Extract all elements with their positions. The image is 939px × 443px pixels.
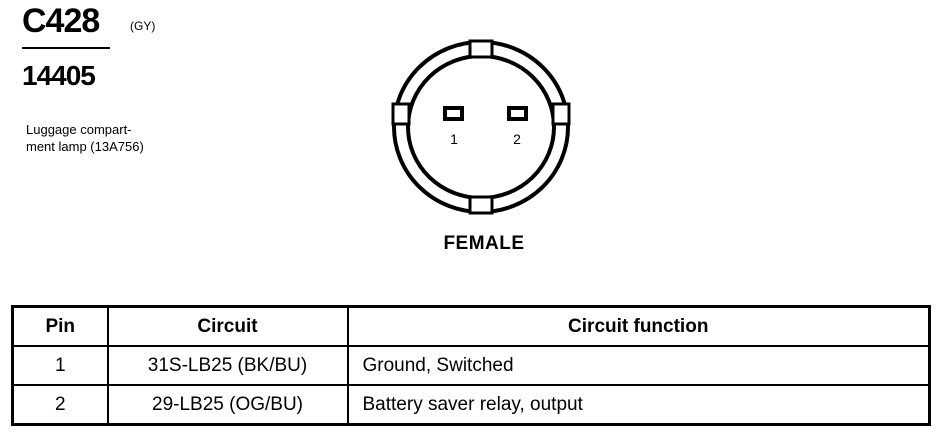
connector-face-diagram: 1 2 [391,39,571,215]
pin-2-terminal [507,106,528,121]
connector-id: C428 [22,2,100,40]
table-header-row: Pin Circuit Circuit function [11,305,931,347]
pin-2-label: 2 [513,131,521,147]
header-circuit: Circuit [106,305,349,347]
connector-outer-ring [392,40,570,214]
table-row: 1 31S-LB25 (BK/BU) Ground, Switched [11,345,931,386]
header-divider [22,47,110,49]
key-right [551,102,571,126]
cell-circuit: 29-LB25 (OG/BU) [106,384,349,426]
header-circuit-function: Circuit function [346,305,931,347]
connector-inner-ring [406,54,556,200]
pin-1-terminal [443,106,464,121]
cell-circuit: 31S-LB25 (BK/BU) [106,345,349,386]
key-bottom [468,195,494,215]
description-line-2: ment lamp (13A756) [26,139,144,154]
connector-description: Luggage compart- ment lamp (13A756) [26,121,196,155]
view-label: FEMALE [443,233,525,254]
cell-pin: 2 [11,384,109,426]
connector-keys [391,39,571,215]
description-line-1: Luggage compart- [26,122,132,137]
cell-circuit-function: Battery saver relay, output [346,384,931,426]
part-number: 14405 [22,60,96,91]
connector-color: (GY) [130,19,156,33]
key-left [391,102,411,126]
pin-1-label: 1 [450,131,458,147]
header-pin: Pin [11,305,109,347]
cell-circuit-function: Ground, Switched [346,345,931,386]
key-top [468,39,494,59]
pin-table: Pin Circuit Circuit function 1 31S-LB25 … [11,305,931,426]
table-row: 2 29-LB25 (OG/BU) Battery saver relay, o… [11,384,931,426]
cell-pin: 1 [11,345,109,386]
